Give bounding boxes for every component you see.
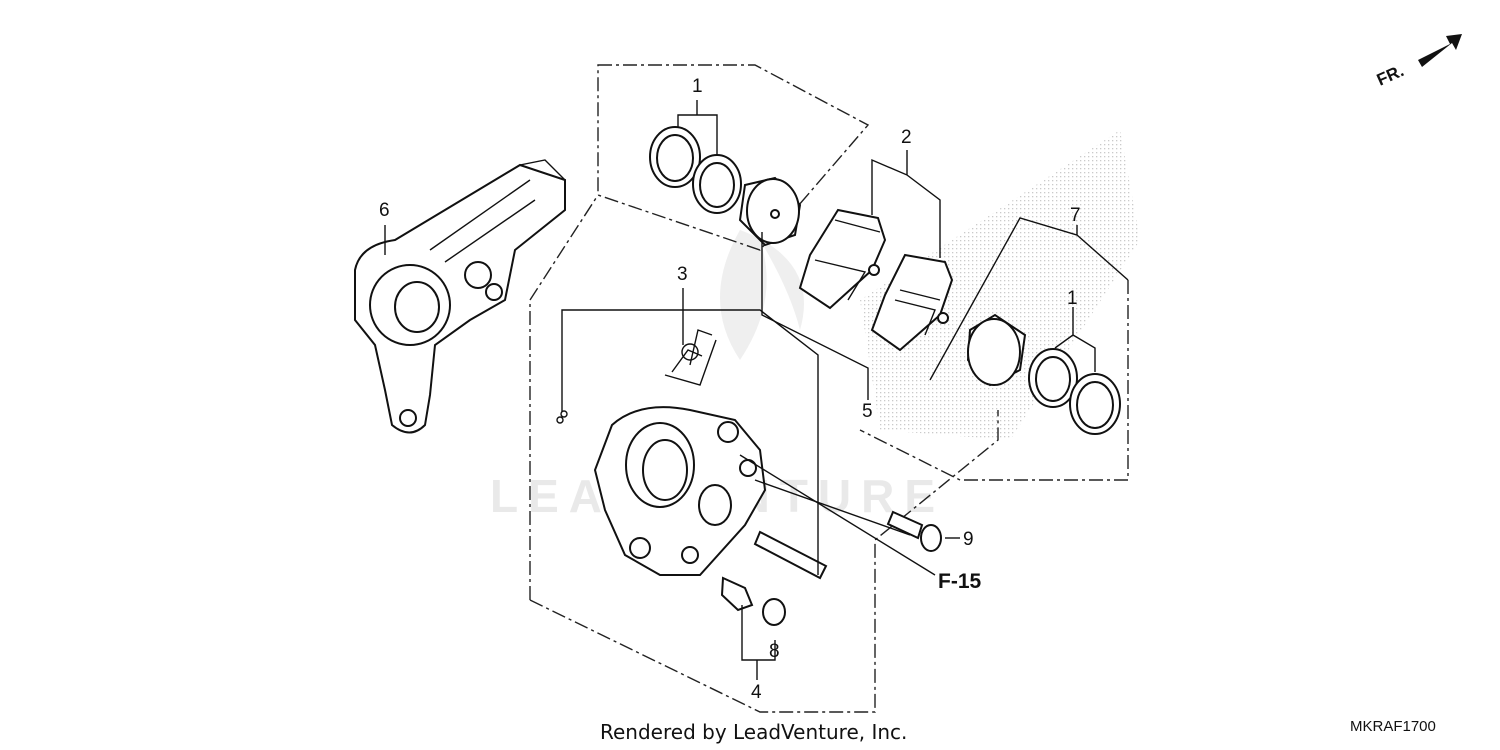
- pad-clip: [556, 410, 568, 424]
- piston-group-outline: [597, 64, 870, 251]
- piston-top: [738, 176, 802, 247]
- direction-label: FR.: [1374, 61, 1407, 89]
- caliper-bracket: [354, 159, 566, 434]
- pad-spring: [664, 329, 717, 386]
- callout-3: 3: [677, 264, 688, 285]
- callout-5: 5: [862, 401, 873, 422]
- callout-9: 9: [963, 529, 974, 550]
- callout-7: 7: [1070, 205, 1081, 226]
- leader-lines: [384, 100, 1129, 680]
- callout-8: 8: [769, 641, 780, 662]
- callout-4: 4: [751, 682, 762, 703]
- piston-seals-top: [649, 126, 742, 214]
- front-arrow-icon: [1418, 34, 1462, 67]
- callout-6: 6: [379, 200, 390, 221]
- callout-1-top: 1: [692, 76, 703, 97]
- piston-seals-bottom: [1028, 348, 1121, 435]
- caliper-outline: [529, 410, 999, 713]
- credit-text: Rendered by LeadVenture, Inc.: [600, 720, 907, 744]
- slide-pin: [753, 530, 828, 580]
- brake-pads: [798, 208, 954, 352]
- reference-label[interactable]: F-15: [938, 570, 982, 593]
- bleeder-screw: [720, 576, 754, 612]
- callout-1-bottom: 1: [1067, 288, 1078, 309]
- pad-set-outline: [859, 280, 1129, 481]
- callout-2: 2: [901, 127, 912, 148]
- piston-bottom: [966, 313, 1027, 387]
- caliper-left-edge: [529, 194, 599, 600]
- mounting-bolt: [886, 510, 942, 552]
- direction-indicator: FR.: [1374, 34, 1462, 90]
- caliper-body: [593, 406, 767, 576]
- bleeder-cap: [762, 598, 786, 626]
- dotted-background-graphic: [860, 130, 1140, 440]
- assembly-outlines: [529, 64, 1129, 713]
- diagram-code: MKRAF1700: [1350, 718, 1436, 735]
